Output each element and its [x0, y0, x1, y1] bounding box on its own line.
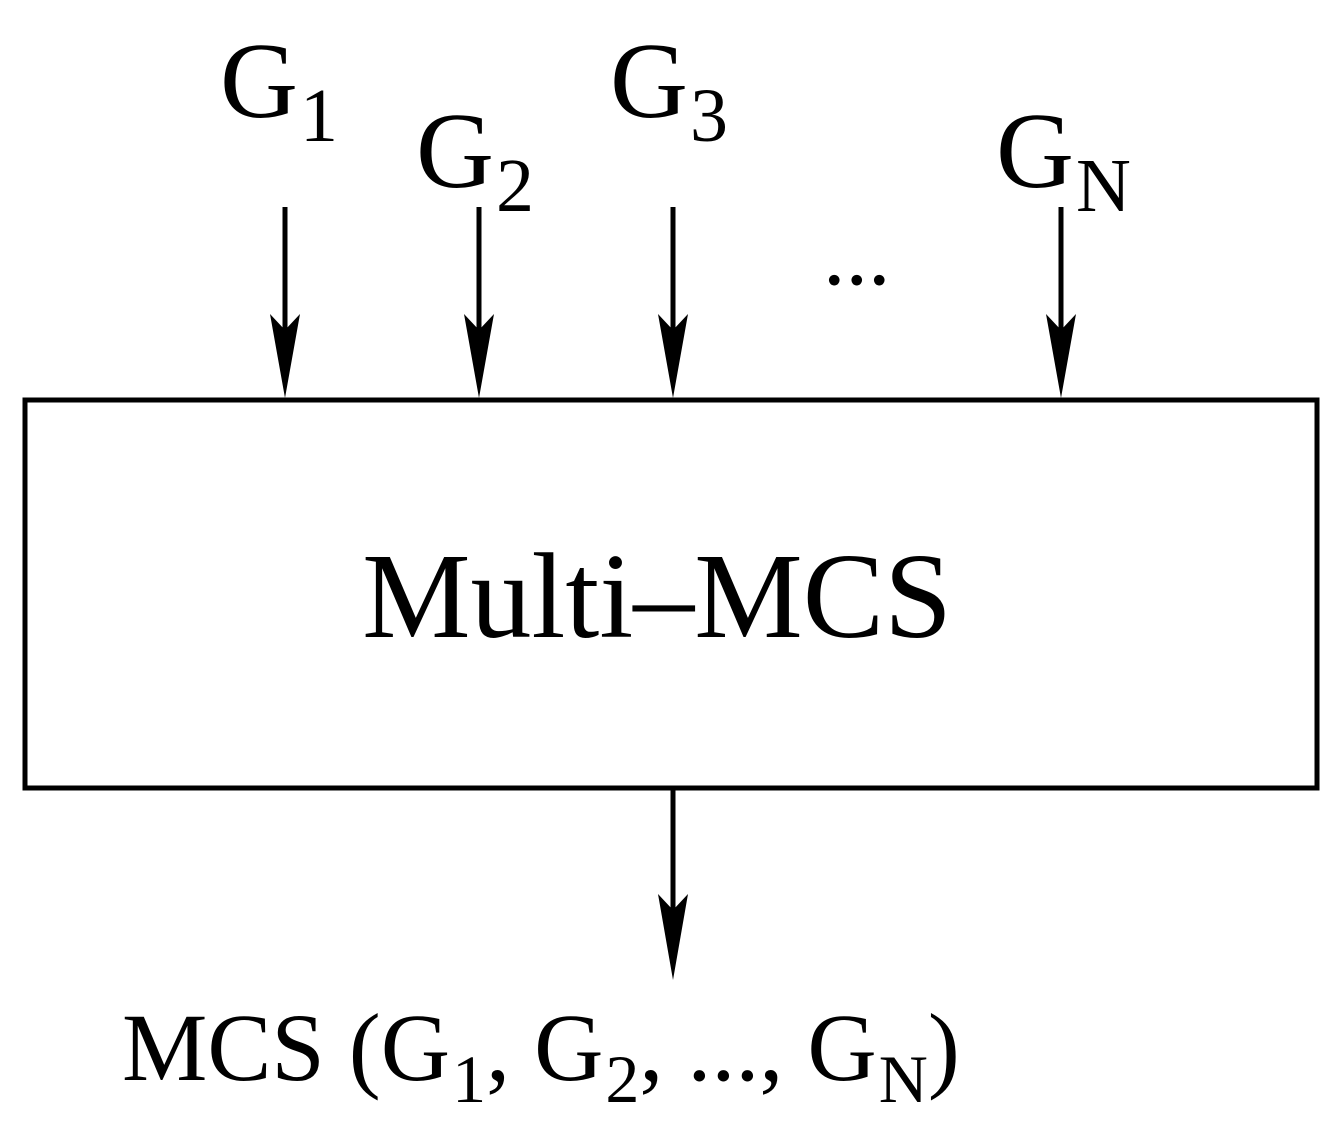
- input-label-g1-sub: 1: [300, 74, 338, 159]
- input-label-gn-sub: N: [1076, 144, 1131, 229]
- input-label-g2: G2: [416, 98, 534, 225]
- multi-mcs-box: [22, 397, 1320, 791]
- output-prefix: MCS (: [122, 994, 381, 1101]
- output-sep1: ,: [486, 994, 535, 1101]
- output-g2-base: G: [534, 994, 604, 1101]
- output-sep2: , ...,: [639, 994, 808, 1101]
- input-ellipsis: ...: [823, 205, 891, 304]
- output-g1-base: G: [380, 994, 451, 1101]
- input-label-g3-base: G: [610, 22, 688, 141]
- input-label-g2-sub: 2: [496, 144, 534, 229]
- output-arrow: [658, 790, 688, 980]
- input-label-g3: G3: [610, 28, 728, 155]
- output-gn-sub: N: [878, 1040, 928, 1117]
- output-suffix: ): [927, 994, 960, 1101]
- output-gn-base: G: [807, 994, 877, 1101]
- output-g1-sub: 1: [452, 1040, 487, 1117]
- input-label-g3-sub: 3: [690, 74, 728, 159]
- input-label-gn-base: G: [996, 92, 1074, 211]
- input-label-g2-base: G: [416, 92, 494, 211]
- input-arrow-gn: [1046, 207, 1076, 398]
- input-label-gn: GN: [996, 98, 1131, 225]
- input-arrow-g1: [270, 207, 300, 398]
- output-label: MCS (G1, G2, ..., GN): [122, 1000, 960, 1113]
- input-arrow-g3: [658, 207, 688, 398]
- input-arrow-g2: [464, 207, 494, 398]
- multi-mcs-label: Multi–MCS: [362, 529, 952, 664]
- input-label-g1: G1: [220, 28, 338, 155]
- output-g2-sub: 2: [605, 1040, 640, 1117]
- input-label-g1-base: G: [220, 22, 298, 141]
